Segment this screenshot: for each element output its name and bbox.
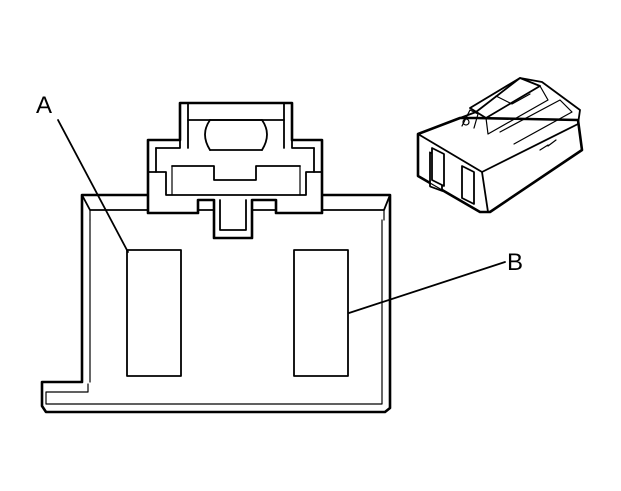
- leader-line-a: [57, 119, 129, 253]
- label-a: A: [36, 92, 52, 119]
- latch-housing: [146, 101, 324, 240]
- leader-line-b: [348, 261, 506, 314]
- terminal-cavity-a: [126, 249, 182, 377]
- connector-isometric-view: [416, 77, 584, 214]
- label-b: B: [507, 249, 523, 276]
- terminal-cavity-b: [293, 249, 349, 377]
